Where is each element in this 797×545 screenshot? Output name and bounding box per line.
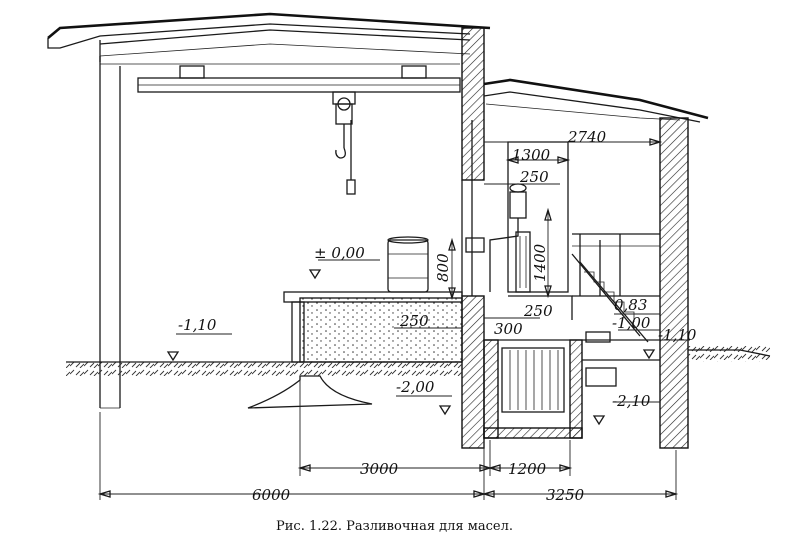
left-column bbox=[99, 56, 121, 409]
level-markers bbox=[166, 269, 656, 426]
main-roof bbox=[47, 12, 491, 65]
dim-250-top: 250 bbox=[519, 168, 549, 186]
dim-1200: 1200 bbox=[508, 460, 547, 478]
level-labels: ± 0,00 -1,10 -2,00 0,83 -1,00 -1,10 -2,1… bbox=[178, 244, 697, 410]
level-stair-base: -1,00 bbox=[612, 314, 651, 332]
dim-250-left: 250 bbox=[399, 312, 429, 330]
basement bbox=[483, 331, 660, 439]
dim-2740: 2740 bbox=[567, 128, 607, 146]
right-wall bbox=[659, 117, 689, 449]
dimension-labels: 2740 1300 250 1400 800 250 300 250 3000 … bbox=[252, 128, 607, 504]
level-left-floor: -1,10 bbox=[178, 316, 217, 334]
hoist bbox=[332, 91, 356, 195]
dim-1300: 1300 bbox=[512, 146, 551, 164]
dim-3250: 3250 bbox=[546, 486, 585, 504]
heating-radiator bbox=[501, 347, 565, 413]
annex-roof bbox=[483, 78, 709, 123]
dim-250-right: 250 bbox=[523, 302, 553, 320]
level-basement: -2,10 bbox=[612, 392, 651, 410]
central-wall bbox=[461, 27, 485, 449]
dim-1400: 1400 bbox=[531, 243, 549, 282]
dim-300: 300 bbox=[494, 320, 523, 338]
dim-6000: 6000 bbox=[252, 486, 291, 504]
dimension-lines bbox=[97, 138, 690, 500]
barrel bbox=[387, 236, 429, 293]
figure-caption: Рис. 1.22. Разливочная для масел. bbox=[276, 519, 513, 534]
stair-with-railing bbox=[571, 233, 660, 343]
level-zero: ± 0,00 bbox=[314, 244, 365, 262]
level-platform: 0,83 bbox=[614, 296, 647, 314]
tank-foundation bbox=[247, 291, 463, 409]
level-pit: -2,00 bbox=[396, 378, 435, 396]
dim-3000: 3000 bbox=[360, 460, 399, 478]
crane-runway bbox=[137, 65, 461, 93]
dim-800: 800 bbox=[434, 253, 452, 282]
level-right-ground: -1,10 bbox=[658, 326, 697, 344]
